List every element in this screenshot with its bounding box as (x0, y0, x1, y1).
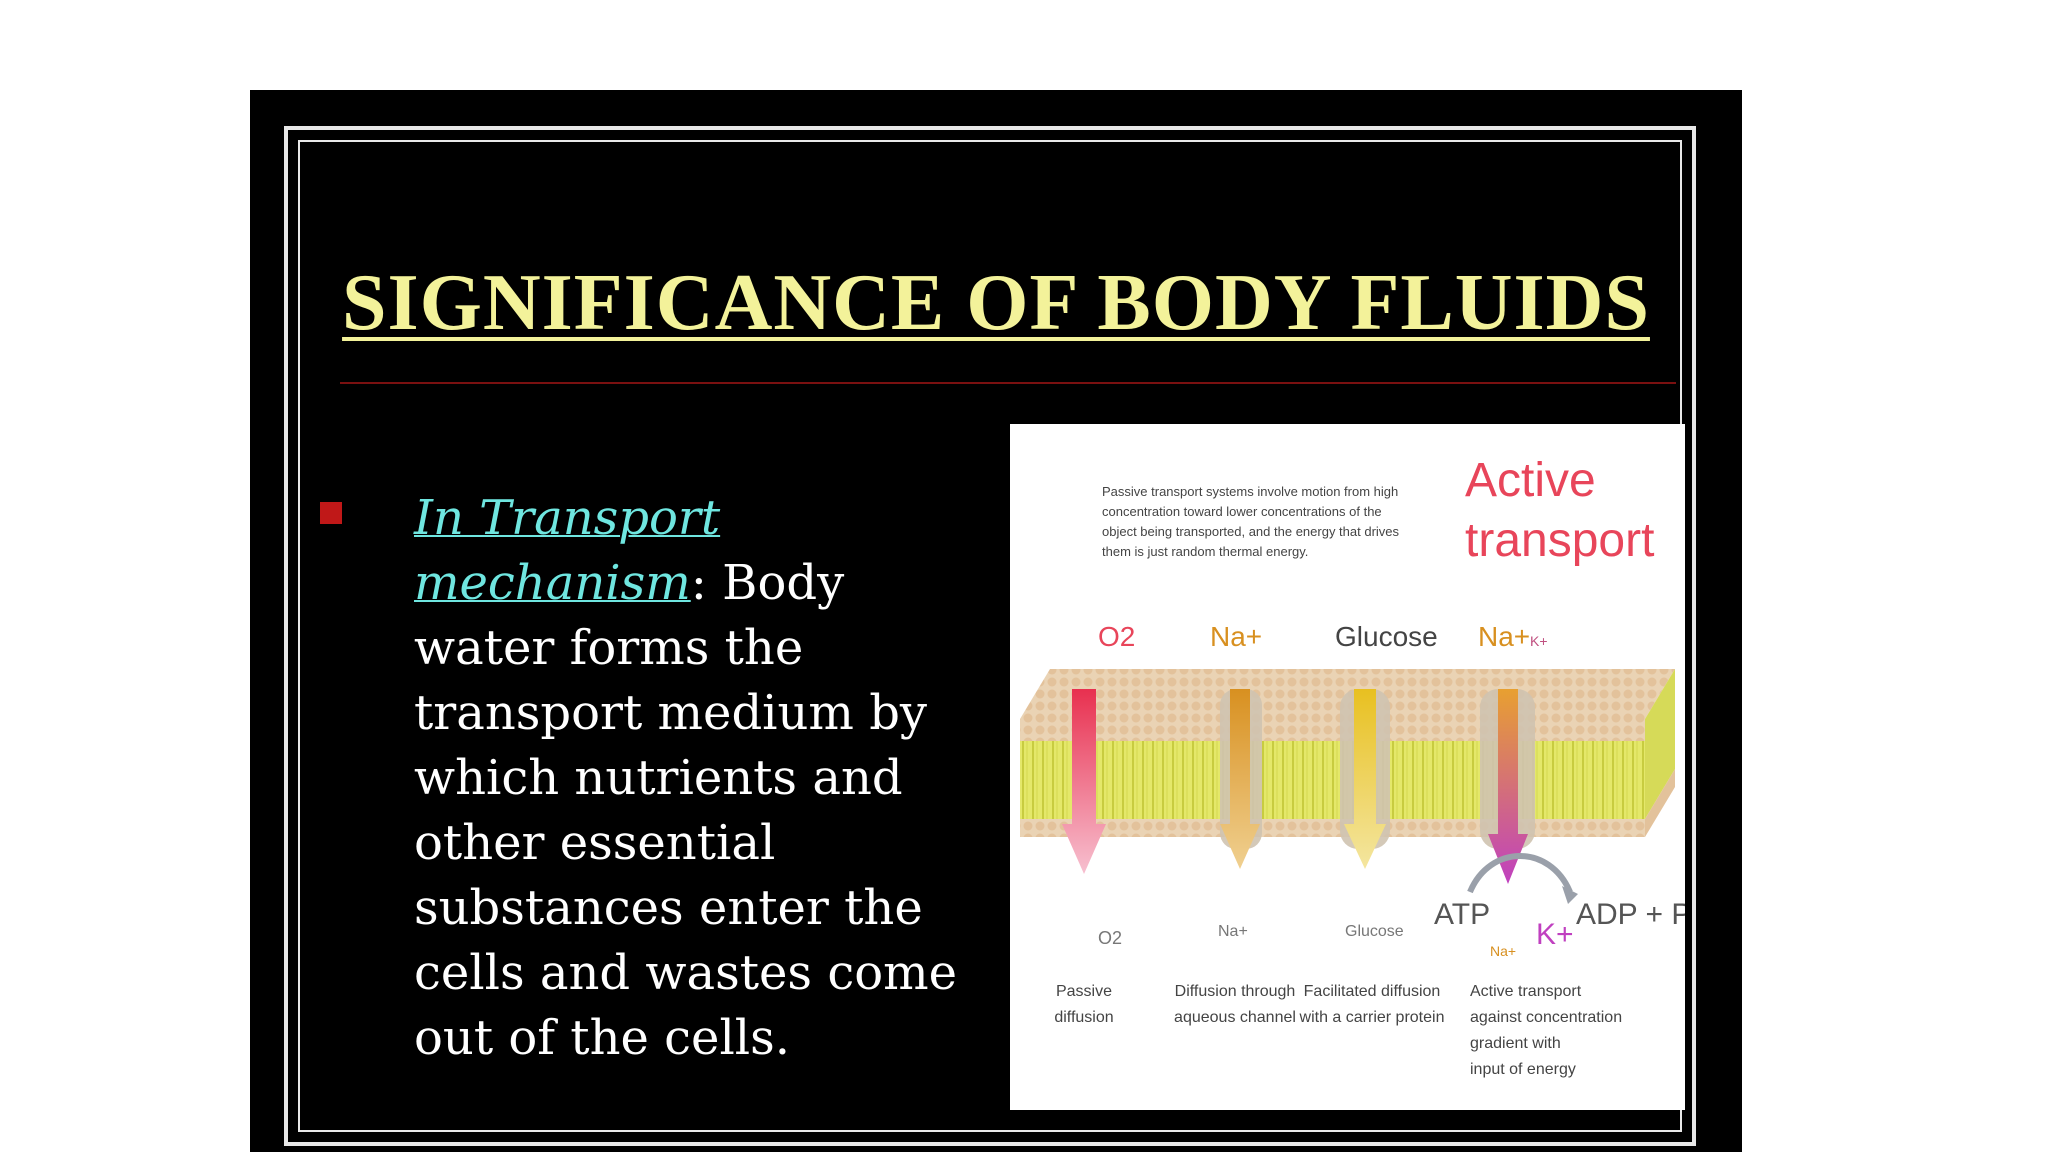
label-bottom-k: K+ (1536, 918, 1574, 951)
active-transport-title-2: transport (1465, 514, 1654, 567)
caption-passive-2: diffusion (1054, 1009, 1113, 1026)
body-line-6: substances enter the (414, 880, 923, 936)
slide-title: SIGNIFICANCE OF BODY FLUIDS (342, 259, 1650, 347)
label-top-na: Na+ (1210, 621, 1262, 652)
transport-mechanism-link-2[interactable]: mechanism (414, 555, 691, 611)
label-top-k-small: K+ (1530, 633, 1548, 649)
passive-note-line-4: them is just random thermal energy. (1102, 544, 1308, 559)
body-line-2: water forms the (414, 620, 804, 676)
caption-active-1: Active transport (1470, 983, 1582, 1000)
caption-carrier-2: with a carrier protein (1299, 1009, 1445, 1026)
caption-active-2: against concentration (1470, 1009, 1622, 1026)
body-line-3: transport medium by (414, 685, 928, 741)
active-transport-title-1: Active (1465, 454, 1596, 507)
passive-note-line-3: object being transported, and the energy… (1102, 524, 1400, 539)
membrane-transport-figure: Passive transport systems involve motion… (1010, 424, 1685, 1110)
body-line-5: other essential (414, 815, 776, 871)
passive-transport-note: Passive transport systems involve motion… (1102, 484, 1400, 559)
bullet-marker (320, 502, 342, 524)
label-bottom-atp: ATP (1434, 898, 1490, 931)
label-bottom-glucose: Glucose (1345, 923, 1404, 940)
bullet-text: In Transport mechanism: Body water forms… (414, 486, 974, 1071)
label-bottom-adp: ADP + Pi (1576, 898, 1685, 931)
caption-active-4: input of energy (1470, 1061, 1576, 1078)
label-bottom-na-small: Na+ (1490, 943, 1516, 959)
caption-channel-2: aqueous channel (1174, 1009, 1296, 1026)
label-top-o2: O2 (1098, 621, 1135, 652)
body-line-4: which nutrients and (414, 750, 903, 806)
caption-carrier-1: Facilitated diffusion (1304, 983, 1441, 1000)
title-divider (340, 382, 1676, 384)
passive-note-line-1: Passive transport systems involve motion… (1102, 484, 1398, 499)
body-line-1: : Body (690, 555, 845, 611)
body-line-8: out of the cells. (414, 1010, 791, 1066)
transport-arrows (1062, 689, 1578, 904)
caption-active-3: gradient with (1470, 1035, 1561, 1052)
body-line-7: cells and wastes come (414, 945, 958, 1001)
slide-frame-outer (284, 126, 1696, 1146)
caption-passive-1: Passive (1056, 983, 1112, 1000)
caption-channel-1: Diffusion through (1175, 983, 1296, 1000)
label-bottom-na: Na+ (1218, 923, 1248, 940)
slide: SIGNIFICANCE OF BODY FLUIDS In Transport… (250, 90, 1742, 1152)
transport-mechanism-link-1[interactable]: In Transport (414, 490, 721, 546)
label-bottom-o2: O2 (1098, 928, 1122, 948)
label-top-na-active: Na+ (1478, 621, 1530, 652)
label-top-glucose: Glucose (1335, 621, 1438, 652)
passive-note-line-2: concentration toward lower concentration… (1102, 504, 1382, 519)
